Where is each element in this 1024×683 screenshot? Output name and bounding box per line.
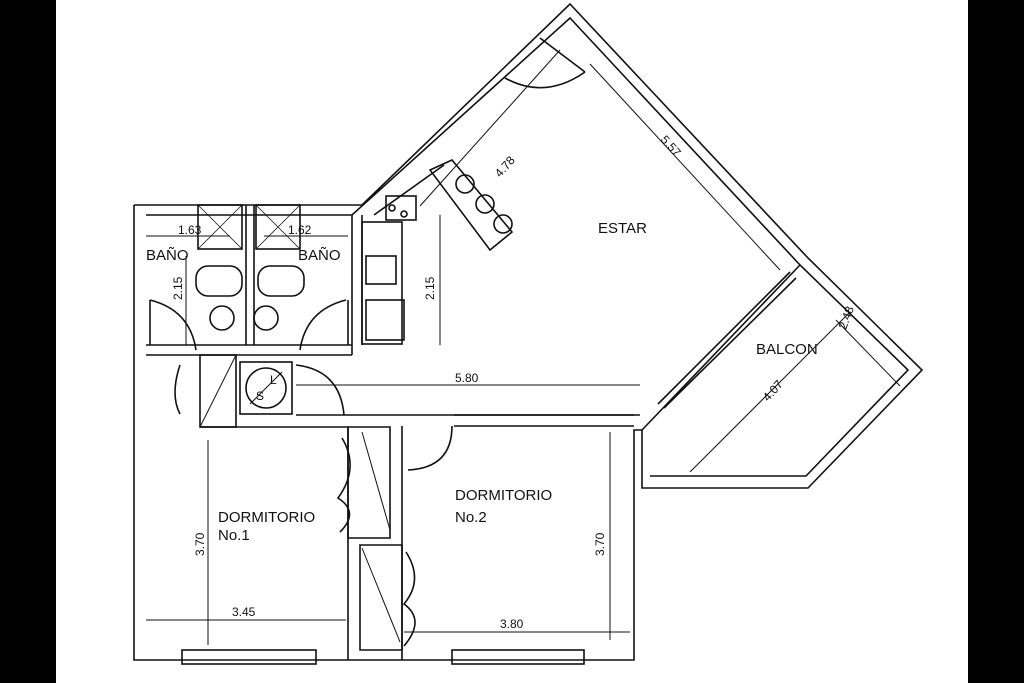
entrance-door [539,37,586,73]
toilet-icon [257,265,305,297]
dim-line [689,311,851,473]
dim-line [419,49,561,207]
wall [373,164,445,216]
drawing-sheet: ESTAR BALCON BAÑO BAÑO DORMITORIO No.1 D… [56,0,968,683]
washer-icon [245,367,287,409]
dim-dorm2-width: 3.80 [500,617,524,631]
dim-line [589,63,781,271]
dim-balcon-length: 4.07 [760,377,786,404]
window [451,649,585,665]
dim-balcon-width: 2.48 [836,304,857,331]
door-swing [407,425,453,471]
door-swing [295,364,345,416]
laundry-box [239,361,293,415]
stool-icon [493,214,513,234]
room-label-estar: ESTAR [598,220,647,237]
room-label-balcon: BALCON [756,341,818,358]
room-label-dorm1-line1: DORMITORIO [218,509,315,526]
dim-bano-height: 2.15 [171,276,185,300]
dim-line [835,319,901,387]
sliding-door [657,271,791,405]
sink-icon [365,255,397,285]
burner-icon [400,210,408,218]
dim-estar-width: 4.78 [492,153,518,180]
shower-icon [255,204,301,250]
room-label-dorm1-line2: No.1 [218,527,250,544]
laundry-l-label: L [270,373,277,387]
door-swing [149,299,197,351]
dim-dorm1-width: 3.45 [232,605,256,619]
window [181,649,317,665]
laundry-s-label: S [256,389,264,403]
dim-dorm2-height: 3.70 [593,532,607,556]
burner-icon [388,204,396,212]
cooktop-icon [385,195,417,221]
floor-plan: ESTAR BALCON BAÑO BAÑO DORMITORIO No.1 D… [133,2,924,665]
wall [641,264,801,431]
room-label-bano-left: BAÑO [146,247,189,264]
dim-hall: 5.80 [455,371,479,385]
sliding-door [663,277,797,409]
kitchen-counter [361,221,403,345]
stool-icon [455,174,475,194]
door-swing [299,299,347,351]
door-swing [174,364,181,415]
washbasin-icon [209,305,235,331]
room-label-dorm2-line1: DORMITORIO [455,487,552,504]
dim-bano-left: 1.63 [178,223,202,237]
stool-icon [475,194,495,214]
exterior-wall [133,2,924,661]
dim-kitchen-height: 2.15 [423,276,437,300]
room-label-bano-right: BAÑO [298,247,341,264]
shower-icon [197,204,243,250]
dim-dorm1-height: 3.70 [193,532,207,556]
bar-counter [428,159,514,252]
closet-door-swing [336,437,351,533]
room-label-dorm2-line2: No.2 [455,509,487,526]
closet [359,544,403,651]
washbasin-icon [253,305,279,331]
dim-bano-right: 1.62 [288,223,312,237]
closet [347,426,391,539]
entrance-door-swing [504,71,586,89]
stove-icon [365,299,405,341]
toilet-icon [195,265,243,297]
